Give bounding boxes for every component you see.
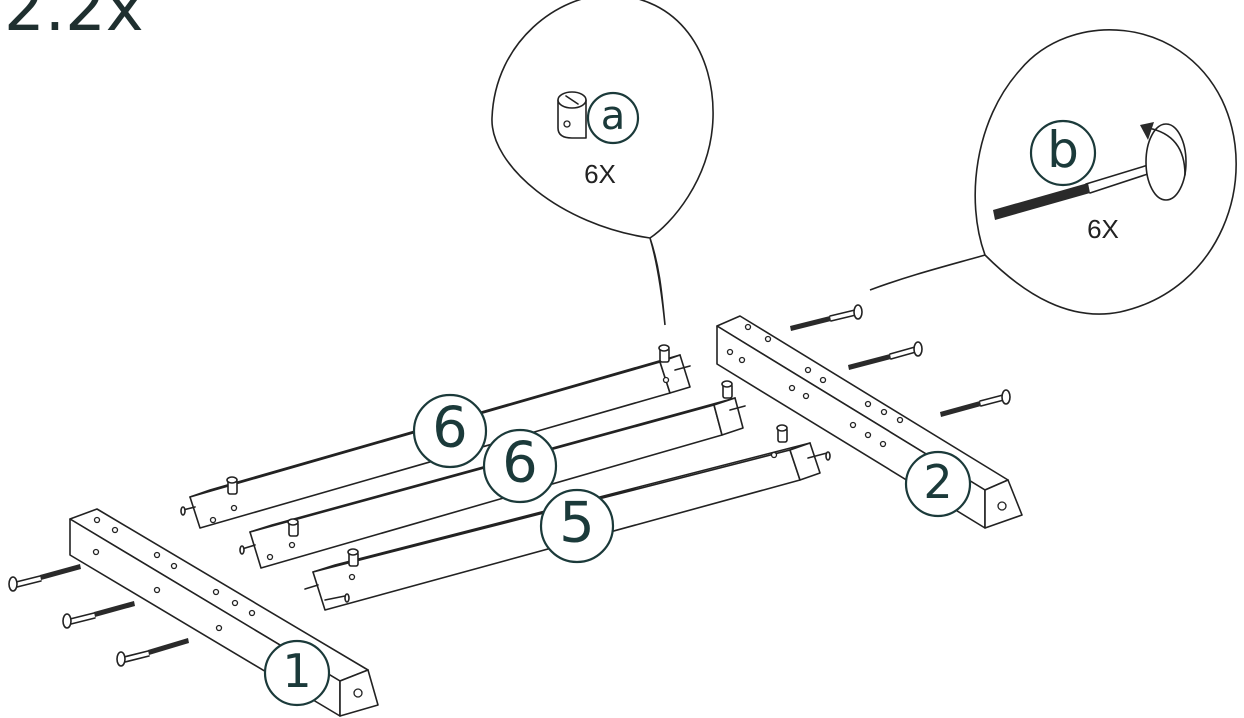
- callout-b-badge: [1029, 119, 1097, 187]
- callout-a-badge: [586, 91, 640, 145]
- part-label-6-middle: 6: [482, 428, 558, 504]
- bolt-right-3: [940, 389, 1011, 417]
- bolt-left-2: [62, 601, 135, 629]
- bolt-right-1: [790, 304, 863, 331]
- bolt-left-3: [116, 638, 189, 667]
- svg-text:6: 6: [432, 396, 468, 461]
- bolt-icon: [993, 122, 1187, 220]
- callout-a-quantity: 6X: [584, 159, 616, 189]
- callout-a-letter: a: [601, 93, 626, 139]
- callout-b: b 6X: [869, 29, 1237, 315]
- callout-b-quantity: 6X: [1087, 214, 1119, 244]
- part-label-2: 2: [904, 450, 972, 518]
- svg-text:1: 1: [282, 644, 311, 698]
- beam-part-2: [716, 315, 1023, 529]
- part-label-6-top: 6: [412, 393, 488, 469]
- svg-text:5: 5: [559, 491, 595, 556]
- part-label-1: 1: [263, 639, 331, 707]
- callout-a: a 6X: [491, 0, 714, 326]
- barrel-nut-icon: [557, 91, 587, 139]
- svg-text:6: 6: [502, 431, 538, 496]
- part-label-5: 5: [539, 488, 615, 564]
- callout-b-letter: b: [1047, 121, 1079, 179]
- svg-text:2: 2: [923, 455, 952, 509]
- bolt-left-1: [8, 564, 81, 592]
- step-label: 2.2x: [4, 0, 144, 46]
- bolt-right-2: [848, 341, 923, 370]
